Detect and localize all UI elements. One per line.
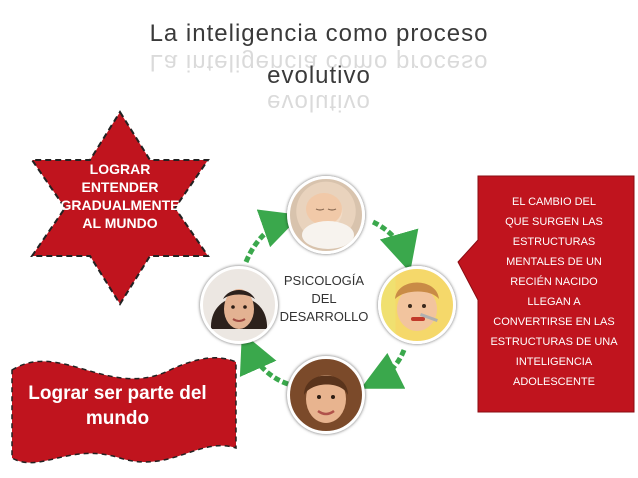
- sleeping-baby-photo: [287, 176, 365, 254]
- callout-line: convertirse en las: [493, 316, 615, 328]
- teen-illustration: [304, 375, 348, 423]
- callout-line: inteligencia: [515, 356, 593, 368]
- wave-line: mundo: [85, 408, 150, 429]
- callout-line: llegan a: [527, 296, 581, 308]
- child-eating-photo: [378, 266, 456, 344]
- callout-line: recién nacido: [510, 276, 598, 288]
- arrow-baby-to-child: [371, 219, 419, 273]
- callout-line: mentales de un: [506, 256, 602, 268]
- callout-line: El cambio del: [512, 196, 596, 208]
- callout-line: estructuras de una: [490, 336, 618, 348]
- callout-text: El cambio del que surgen las estructuras…: [483, 192, 625, 392]
- wave-line: Lograr ser parte del: [28, 383, 207, 404]
- star-shape: [30, 110, 210, 306]
- star-text: Lograr entender gradualmente al mundo: [40, 160, 200, 232]
- wave-banner: [11, 357, 237, 464]
- star-line: gradualmente: [60, 197, 180, 213]
- woman-photo: [200, 266, 278, 344]
- teen-girl-photo: [287, 356, 365, 434]
- center-line: del: [311, 291, 337, 306]
- baby-illustration: [302, 193, 354, 249]
- child-illustration: [395, 282, 439, 331]
- arrow-teen-to-woman: [239, 332, 289, 387]
- star-line: al mundo: [82, 215, 158, 231]
- star-line: entender: [81, 179, 159, 195]
- callout-shape: [457, 175, 635, 413]
- arrow-woman-to-baby: [243, 209, 302, 263]
- title-line-2: evolutivo: [267, 62, 371, 89]
- title-line-1: La inteligencia como proceso: [149, 20, 489, 47]
- center-line: desarrollo: [279, 309, 369, 324]
- callout-line: estructuras: [512, 236, 596, 248]
- star-line: Lograr: [89, 161, 151, 177]
- woman-illustration: [210, 289, 268, 329]
- callout-line: que surgen las: [505, 216, 603, 228]
- wave-text: Lograr ser parte del mundo: [10, 381, 225, 431]
- center-label: Psicología del desarrollo: [268, 272, 380, 326]
- callout-line: adolescente: [513, 376, 595, 388]
- center-line: Psicología: [283, 273, 365, 288]
- arrow-child-to-teen: [360, 349, 407, 389]
